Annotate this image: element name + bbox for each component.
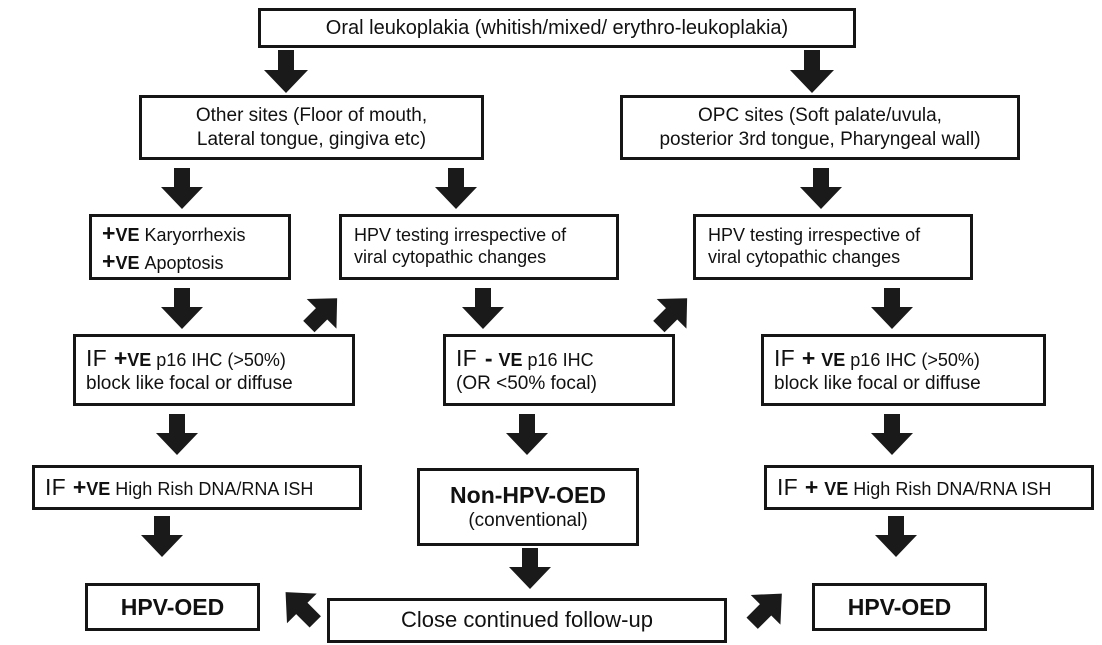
arrow-karyorrhexis-to-p16-pos-left (160, 288, 204, 330)
arrow-ish-right-to-hpv-oed-right (874, 516, 918, 558)
arrow-hpv-oed-right-to-follow-up (743, 583, 791, 631)
arrow-hpv-testing-mid-to-p16-pos-left (300, 288, 346, 334)
p16-left-rest: p16 IHC (>50%) (156, 350, 286, 371)
ish-left-rest: High Rish DNA/RNA ISH (115, 479, 314, 500)
p16-mid-ve: VE (498, 350, 523, 371)
p16-right-if: IF (774, 345, 795, 372)
ish-left-if: IF (45, 474, 66, 501)
arrow-hpv-testing-right-to-p16-pos-right (870, 288, 914, 330)
node-opc-sites-line2: posterior 3rd tongue, Pharyngeal wall) (659, 128, 981, 150)
ish-right-sign: + (804, 474, 819, 501)
arrow-opc-sites-to-hpv-testing-right (799, 168, 843, 210)
arrow-other-sites-to-karyorrhexis (160, 168, 204, 210)
arrow-hpv-testing-mid-to-p16-neg-mid (461, 288, 505, 330)
node-hpv-oed-left-text: HPV-OED (120, 593, 225, 620)
node-close-continued-follow-up-text: Close continued follow-up (401, 607, 653, 633)
arrow-hpv-testing-right-to-p16-neg-mid (650, 288, 696, 334)
node-hpv-testing-right-line1: HPV testing irrespective of (708, 225, 921, 246)
p16-right-rest: p16 IHC (>50%) (850, 350, 980, 371)
node-non-hpv-oed-line1: Non-HPV-OED (450, 482, 606, 509)
karyorrhexis-plus-2: + (102, 248, 116, 274)
karyorrhexis-rest-1: Karyorrhexis (144, 224, 246, 245)
node-oral-leukoplakia-text: Oral leukoplakia (whitish/mixed/ erythro… (325, 16, 789, 39)
node-oral-leukoplakia: Oral leukoplakia (whitish/mixed/ erythro… (258, 8, 856, 48)
p16-left-if: IF (86, 345, 107, 372)
karyorrhexis-ve-1: VE (115, 224, 140, 245)
node-hpv-oed-left: HPV-OED (85, 583, 260, 631)
p16-left-ve: VE (127, 350, 152, 371)
node-hpv-testing-mid-line1: HPV testing irrespective of (354, 225, 567, 246)
node-other-sites-line1: Other sites (Floor of mouth, (195, 105, 428, 127)
node-non-hpv-oed-line2: (conventional) (468, 510, 588, 532)
arrow-other-sites-to-hpv-testing-mid (434, 168, 478, 210)
arrow-p16-neg-mid-to-non-hpv-oed (505, 414, 549, 456)
arrow-root-to-other-sites (263, 50, 309, 94)
karyorrhexis-plus-1: + (102, 219, 116, 246)
ish-right-rest: High Rish DNA/RNA ISH (853, 479, 1052, 500)
node-hpv-oed-right-text: HPV-OED (847, 593, 952, 620)
node-opc-sites: OPC sites (Soft palate/uvula, posterior … (620, 95, 1020, 160)
node-hpv-testing-mid-line2: viral cytopathic changes (354, 247, 547, 267)
p16-mid-sign: - (484, 345, 493, 372)
karyorrhexis-ve-2: VE (115, 253, 140, 273)
arrow-p16-pos-left-to-ish-left (155, 414, 199, 456)
arrow-ish-left-to-hpv-oed-left (140, 516, 184, 558)
node-other-sites-line2: Lateral tongue, gingiva etc) (196, 128, 427, 150)
arrow-root-to-opc-sites (789, 50, 835, 94)
node-close-continued-follow-up: Close continued follow-up (327, 598, 727, 643)
ish-left-sign: + (72, 474, 87, 501)
p16-right-ve: VE (821, 350, 846, 371)
node-hpv-testing-right: HPV testing irrespective of viral cytopa… (693, 214, 973, 280)
node-p16-positive-left-line2: block like focal or diffuse (86, 373, 293, 395)
ish-right-if: IF (777, 474, 798, 501)
karyorrhexis-rest-2: Apoptosis (144, 253, 224, 273)
ish-right-ve: VE (824, 479, 849, 500)
p16-left-sign: + (113, 345, 128, 372)
node-opc-sites-line1: OPC sites (Soft palate/uvula, (698, 105, 942, 127)
node-hpv-testing-mid: HPV testing irrespective of viral cytopa… (339, 214, 619, 280)
p16-right-sign: + (801, 345, 816, 372)
p16-mid-rest: p16 IHC (527, 350, 594, 371)
node-other-sites: Other sites (Floor of mouth, Lateral ton… (139, 95, 484, 160)
node-non-hpv-oed: Non-HPV-OED (conventional) (417, 468, 639, 546)
arrow-non-hpv-oed-to-follow-up (508, 548, 552, 590)
p16-mid-if: IF (456, 345, 477, 372)
node-hpv-oed-right: HPV-OED (812, 583, 987, 631)
node-p16-negative-mid-line2: (OR <50% focal) (456, 373, 597, 395)
node-hpv-testing-right-line2: viral cytopathic changes (708, 247, 901, 267)
arrow-hpv-oed-left-to-follow-up (275, 583, 323, 631)
node-p16-positive-right-line2: block like focal or diffuse (774, 373, 981, 395)
ish-left-ve: VE (86, 479, 111, 500)
arrow-p16-pos-right-to-ish-right (870, 414, 914, 456)
